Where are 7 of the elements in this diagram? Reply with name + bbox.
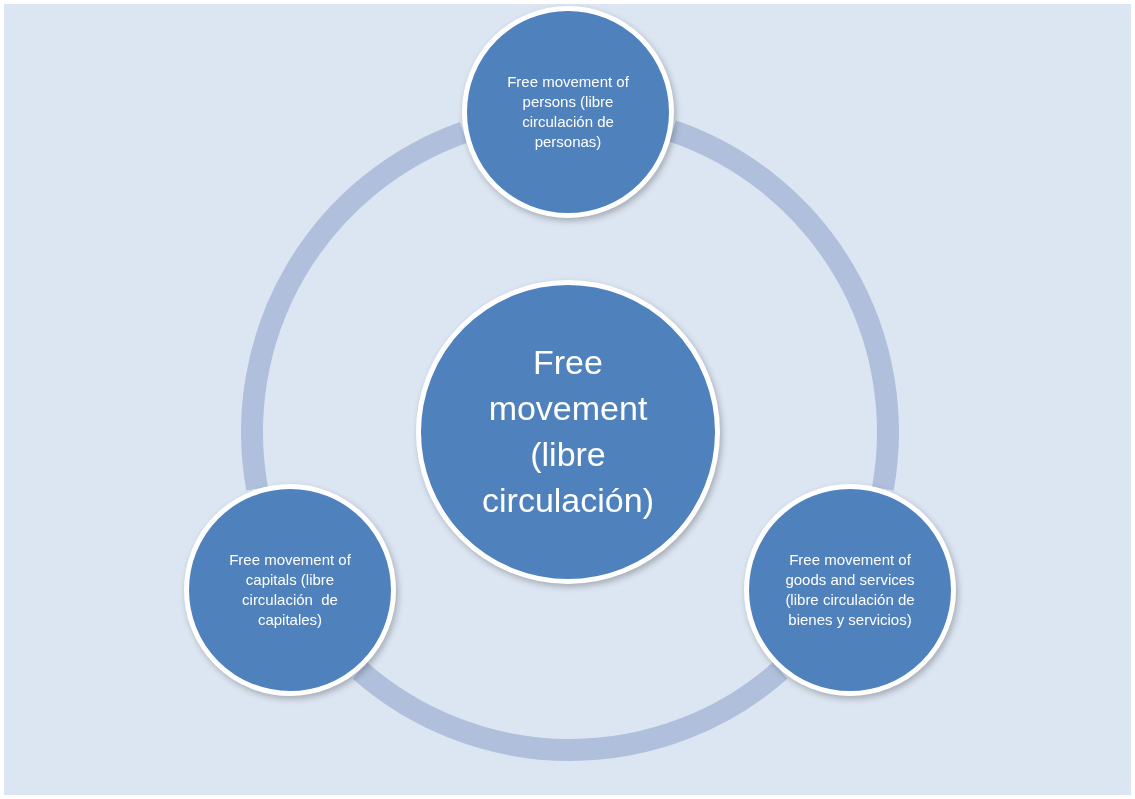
node-text: Free movement of persons (libre circulación de personas): [506, 71, 630, 153]
ring-arc: [353, 661, 787, 761]
ring-arc: [668, 120, 899, 490]
node-text: Free movement (libre circulación): [481, 342, 655, 521]
node-text: Free movement of capitals (libre circulación de capitales): [228, 549, 352, 631]
node-text: Free movement of goods and services (libre circulación de bienes y servicios): [784, 549, 916, 631]
ring-arc: [241, 122, 468, 490]
